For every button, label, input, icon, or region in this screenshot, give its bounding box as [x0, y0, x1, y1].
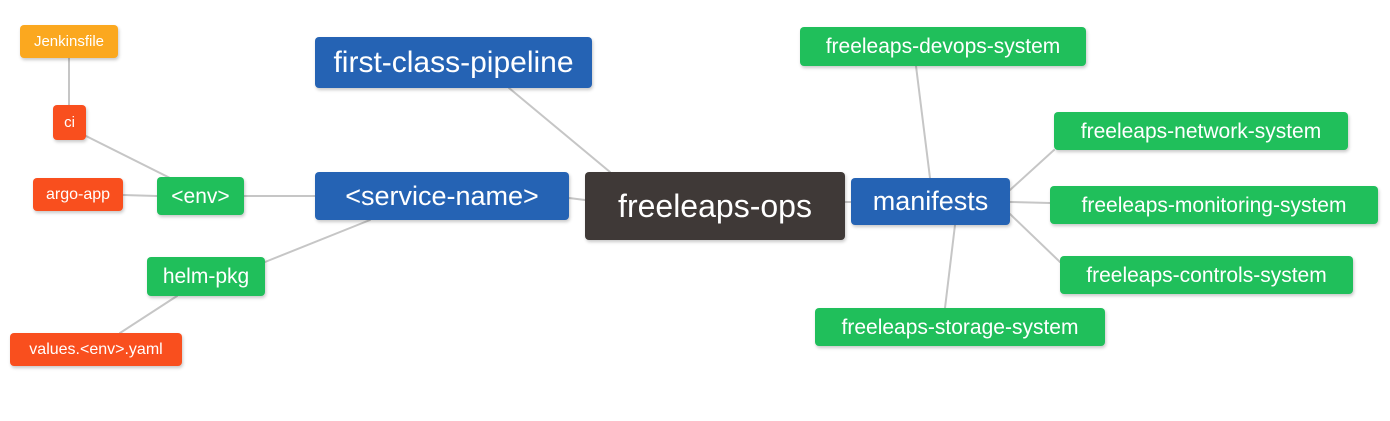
- edge-service-name-to-freeleaps-ops: [568, 197, 586, 201]
- node-first-class-pipeline[interactable]: first-class-pipeline: [315, 37, 592, 88]
- node-label-first-class-pipeline: first-class-pipeline: [333, 45, 574, 79]
- edge-helm-pkg-to-service-name: [264, 219, 371, 263]
- node-label-devops-system: freeleaps-devops-system: [825, 35, 1061, 58]
- node-jenkinsfile[interactable]: Jenkinsfile: [20, 25, 118, 58]
- node-helm-pkg[interactable]: helm-pkg: [147, 257, 265, 296]
- node-label-values-yaml: values.<env>.yaml: [29, 340, 163, 358]
- node-storage-system[interactable]: freeleaps-storage-system: [815, 308, 1105, 346]
- node-label-argo-app: argo-app: [45, 185, 111, 203]
- node-label-service-name: <service-name>: [345, 180, 539, 211]
- node-label-jenkinsfile: Jenkinsfile: [33, 33, 105, 50]
- edge-manifests-to-monitoring-system: [1009, 201, 1051, 204]
- node-argo-app[interactable]: argo-app: [33, 178, 123, 211]
- edge-manifests-to-network-system: [1009, 149, 1055, 191]
- node-label-ci: ci: [64, 114, 75, 131]
- node-ci[interactable]: ci: [53, 105, 86, 140]
- node-label-monitoring-system: freeleaps-monitoring-system: [1081, 193, 1347, 217]
- node-label-network-system: freeleaps-network-system: [1080, 119, 1322, 143]
- node-label-helm-pkg: helm-pkg: [162, 265, 250, 288]
- node-values-yaml[interactable]: values.<env>.yaml: [10, 333, 182, 366]
- node-label-env: <env>: [171, 184, 230, 208]
- node-controls-system[interactable]: freeleaps-controls-system: [1060, 256, 1353, 294]
- node-label-controls-system: freeleaps-controls-system: [1086, 263, 1327, 287]
- node-manifests[interactable]: manifests: [851, 178, 1010, 225]
- node-label-freeleaps-ops: freeleaps-ops: [618, 188, 812, 224]
- edge-manifests-to-storage-system: [944, 224, 956, 309]
- edge-manifests-to-devops-system: [915, 65, 931, 179]
- node-devops-system[interactable]: freeleaps-devops-system: [800, 27, 1086, 66]
- node-label-storage-system: freeleaps-storage-system: [841, 315, 1079, 339]
- edge-argo-app-to-env: [122, 194, 158, 197]
- node-network-system[interactable]: freeleaps-network-system: [1054, 112, 1348, 150]
- node-service-name[interactable]: <service-name>: [315, 172, 569, 220]
- node-monitoring-system[interactable]: freeleaps-monitoring-system: [1050, 186, 1378, 224]
- edge-first-class-pipeline-to-freeleaps-ops: [508, 87, 611, 173]
- node-label-manifests: manifests: [872, 186, 989, 216]
- edge-ci-to-env: [85, 135, 171, 179]
- node-freeleaps-ops[interactable]: freeleaps-ops: [585, 172, 845, 240]
- node-env[interactable]: <env>: [157, 177, 244, 215]
- edge-values-yaml-to-helm-pkg: [119, 295, 178, 334]
